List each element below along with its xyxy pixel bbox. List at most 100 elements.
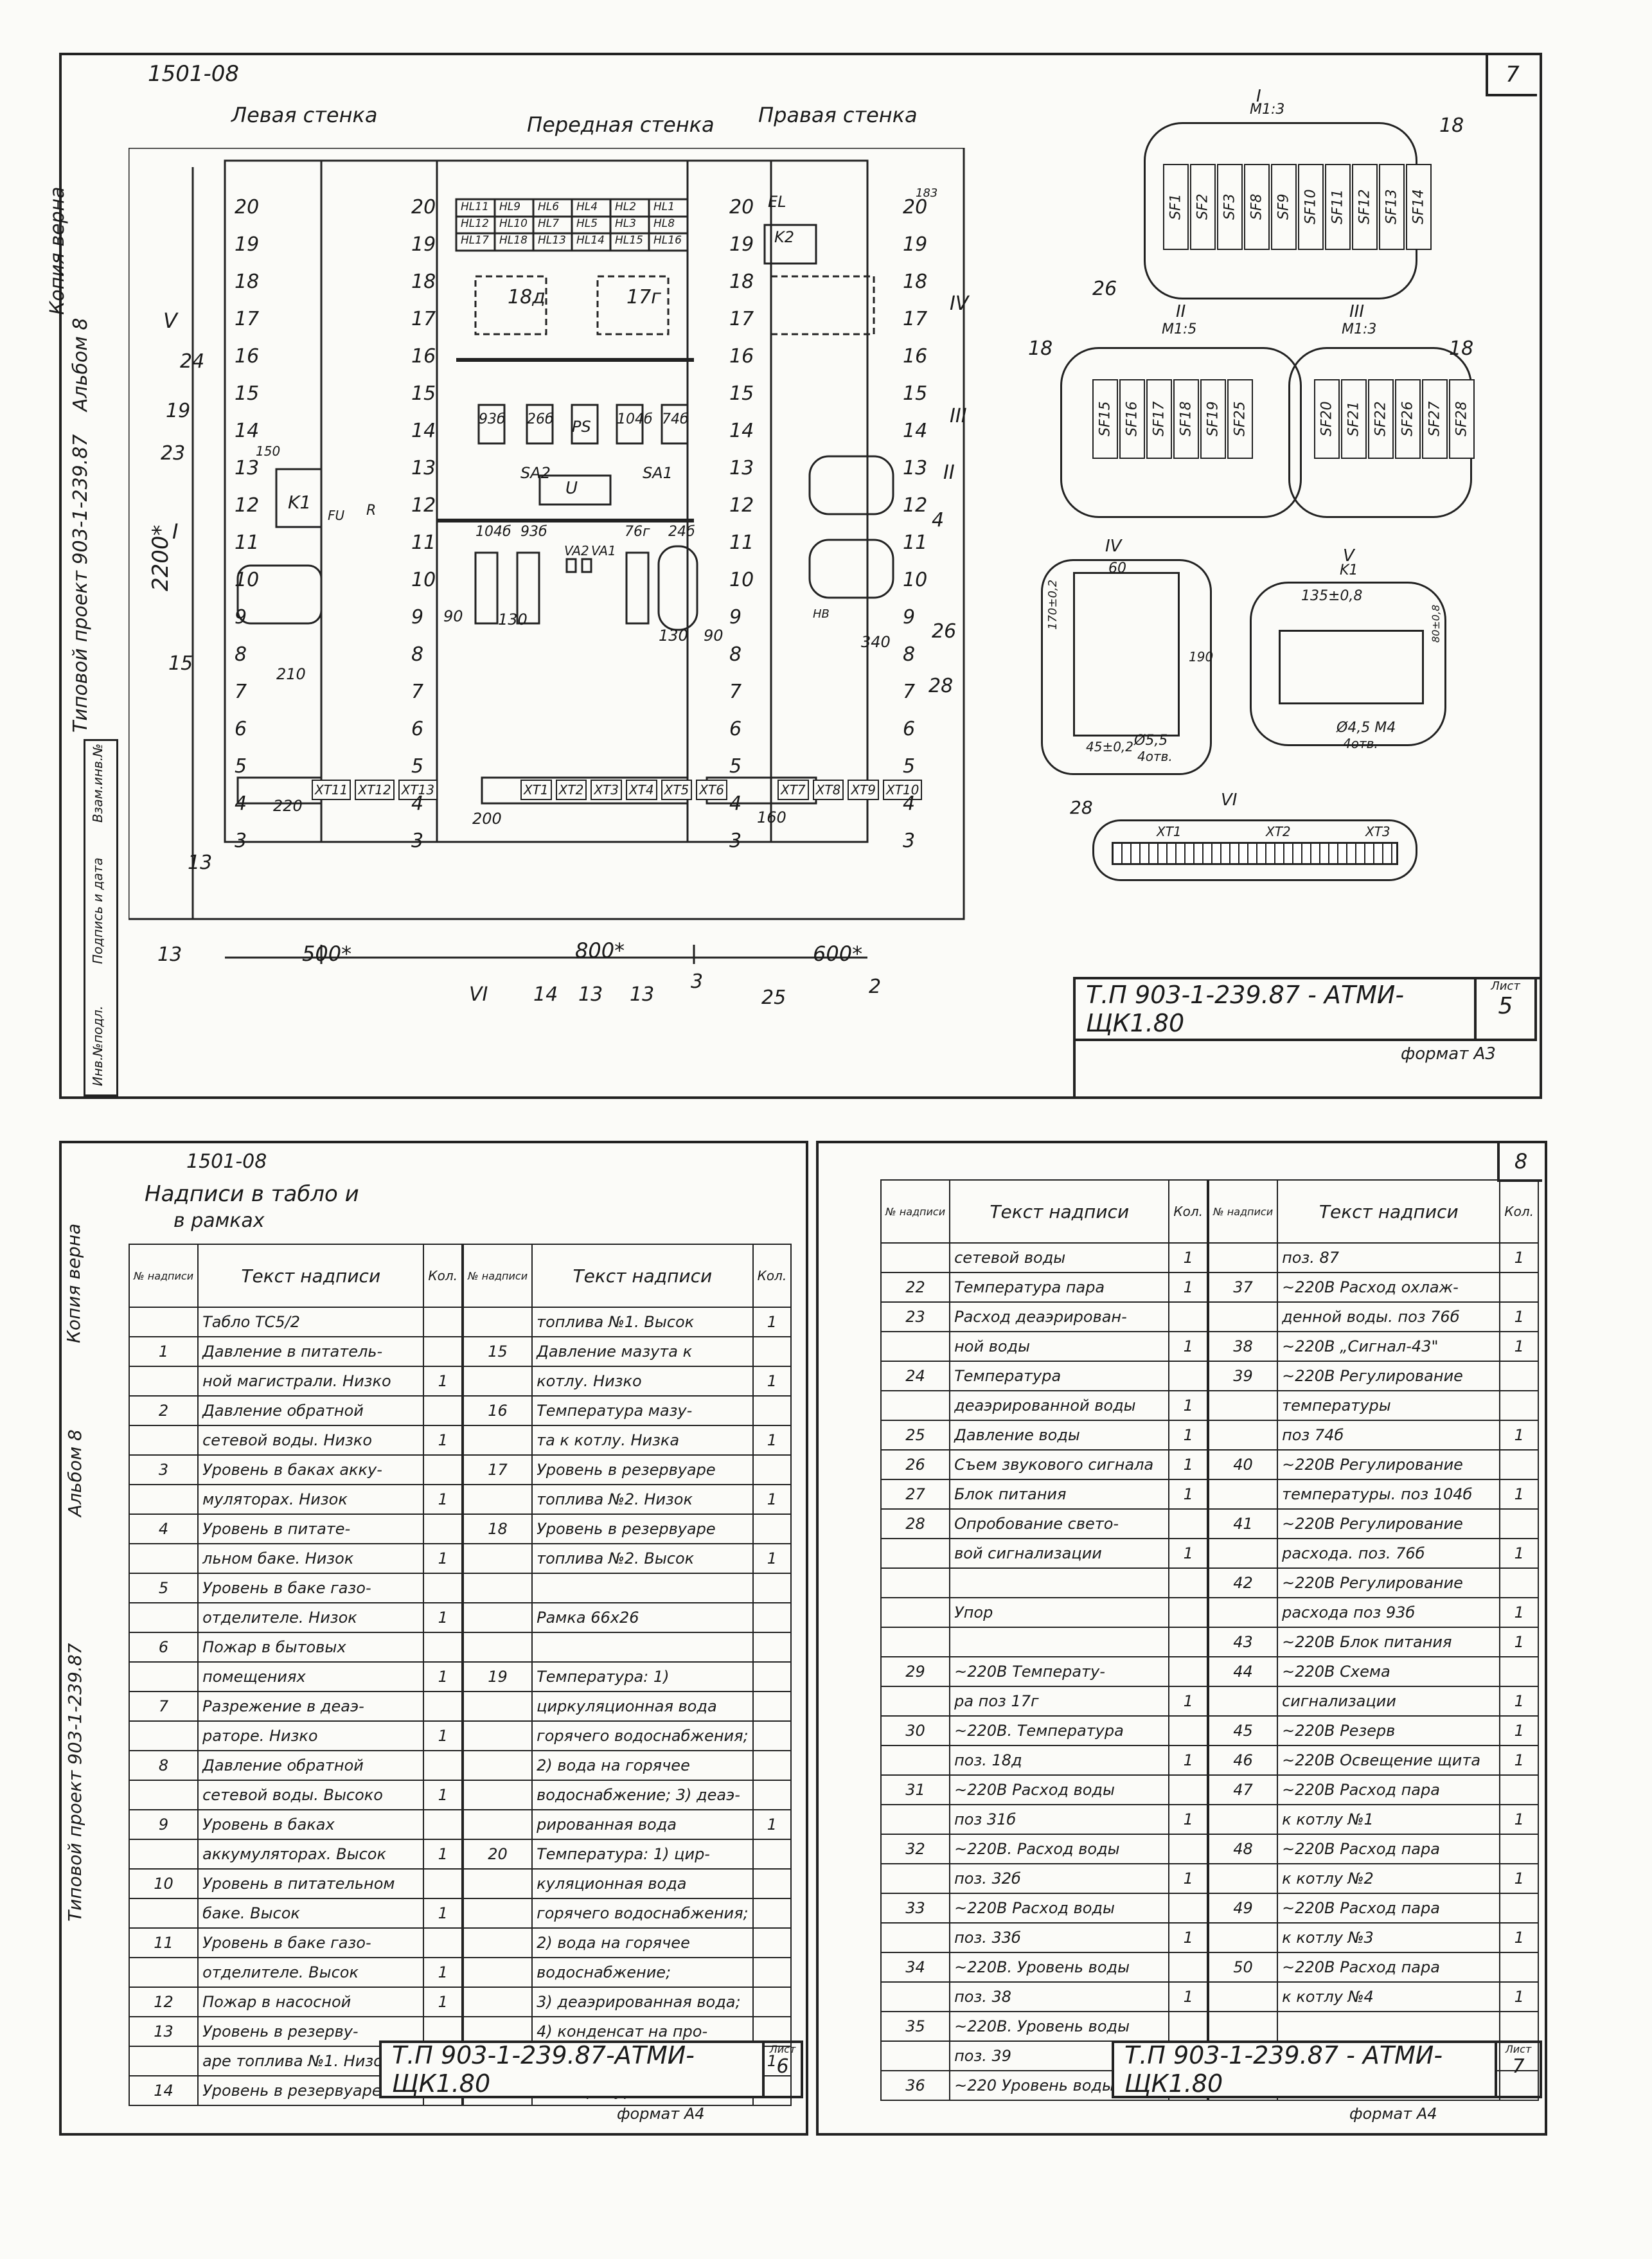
row-number: 20 (903, 196, 928, 219)
inscription-number (462, 1898, 533, 1929)
inscription-number (128, 1780, 199, 1810)
device-label: SA2 (520, 464, 551, 482)
circuit-breaker: SF9 (1271, 164, 1297, 250)
inscription-qty (752, 1898, 792, 1929)
inscription-qty (752, 1454, 792, 1485)
row-number: 15 (729, 382, 754, 405)
inscription-text: горячего водоснабжения; (531, 1720, 754, 1751)
inscription-number: 39 (1207, 1361, 1279, 1391)
table-row: 49~220В Расход пара (1207, 1893, 1539, 1924)
circuit-breaker: SF18 (1173, 379, 1199, 459)
drawing-sheet-bottom-left (59, 1141, 808, 2136)
inscription-qty (1168, 1774, 1208, 1805)
row-number: 4 (411, 792, 424, 815)
table-row: 30~220В. Температура (880, 1715, 1208, 1746)
device-label: 17г (626, 286, 661, 308)
inscription-qty (1168, 1952, 1208, 1983)
left-strip-label: Инв.№подл. (90, 1005, 105, 1086)
inscription-text: поз 31б (949, 1804, 1170, 1835)
device-label: 104б (617, 411, 653, 427)
dim: 200 (472, 810, 502, 828)
row-number: 7 (235, 681, 247, 703)
inscription-qty (1499, 1508, 1539, 1539)
row-number: 17 (729, 308, 754, 330)
circuit-breaker: SF26 (1395, 379, 1421, 459)
inscription-text: Давление воды (949, 1420, 1170, 1451)
inscription-number: 29 (880, 1656, 951, 1687)
table-row: 39~220В Регулирование (1207, 1361, 1539, 1391)
inscription-number (128, 1543, 199, 1574)
inscription-number (1207, 1863, 1279, 1894)
circuit-breaker: SF1 (1163, 164, 1189, 250)
inscription-qty (752, 1632, 792, 1663)
inscription-text: Температура: 1) цир- (531, 1839, 754, 1870)
left-wall-label: Левая стенка (231, 103, 378, 127)
table-row: горячего водоснабжения; (462, 1898, 792, 1929)
inscription-text: Разрежение в деаэ- (197, 1691, 425, 1722)
left-strip-label: Подпись и дата (90, 857, 105, 964)
dim: 135±0,8 (1301, 588, 1363, 604)
row-number: 8 (903, 643, 916, 666)
device-label: VA1 (591, 543, 616, 558)
inscription-text (531, 1632, 754, 1663)
row-number: 18 (235, 271, 260, 293)
inscription-text: ~220В Расход воды (949, 1893, 1170, 1924)
inscription-qty: 1 (752, 1425, 792, 1456)
inscription-number: 2 (128, 1395, 199, 1426)
inscription-text: отделителе. Низок (197, 1602, 425, 1633)
dim: 4отв. (1137, 749, 1173, 764)
terminal-label: XT13 (398, 780, 438, 800)
inscription-text: ~220В Регулирование (1277, 1567, 1501, 1598)
inscription-qty (752, 1868, 792, 1899)
table-row: Упор (880, 1597, 1208, 1628)
inscription-qty: 1 (1168, 1479, 1208, 1510)
inscription-number (1207, 1981, 1279, 2012)
inscription-qty: 1 (1168, 1420, 1208, 1451)
row-number: 19 (235, 233, 260, 256)
inscription-number (462, 1750, 533, 1781)
circuit-breaker: SF16 (1119, 379, 1145, 459)
dim: 183 (916, 186, 938, 200)
inscription-number: 17 (462, 1454, 533, 1485)
inscription-number (128, 1366, 199, 1397)
inscription-number: 11 (128, 1927, 199, 1958)
inscription-number: 40 (1207, 1449, 1279, 1480)
row-number: 5 (903, 755, 916, 778)
inscription-number (462, 1602, 533, 1633)
dim: 130 (498, 611, 528, 629)
inscription-qty (752, 1691, 792, 1722)
lamp-label: HL11 (461, 201, 489, 213)
inscription-number: 14 (128, 2075, 199, 2106)
inscription-number (880, 1390, 951, 1421)
detail-title: V (1343, 546, 1354, 566)
callout: 13 (157, 943, 182, 966)
lamp-label: HL2 (615, 201, 637, 213)
callout: 2 (869, 976, 882, 998)
inscription-text (949, 1567, 1170, 1598)
sheet-label: Лист (1491, 979, 1520, 993)
inscription-qty (423, 1395, 463, 1426)
inscription-number (1207, 1390, 1279, 1421)
row-number: 11 (411, 531, 436, 554)
copy-stamp: Копия верна (63, 1223, 84, 1343)
inscription-text: водоснабжение; 3) деаэ- (531, 1780, 754, 1810)
inscription-qty (752, 1661, 792, 1692)
table-row: 41~220В Регулирование (1207, 1508, 1539, 1539)
row-number: 15 (903, 382, 928, 405)
inscription-number: 28 (880, 1508, 951, 1539)
inscription-qty (1499, 1834, 1539, 1864)
